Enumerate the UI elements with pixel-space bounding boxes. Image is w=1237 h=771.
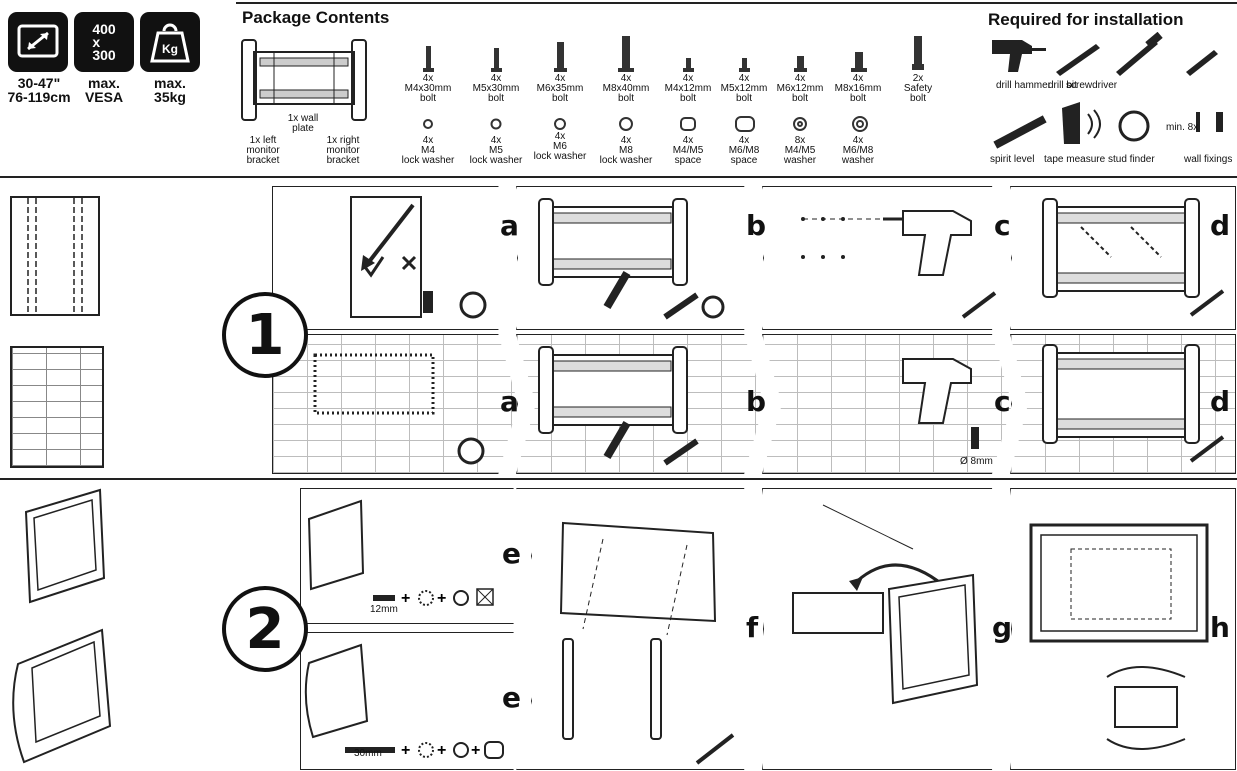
step1c-brick-panel bbox=[762, 334, 1012, 474]
fixings-count-label: min. 8x bbox=[1166, 122, 1199, 133]
lock-washer-m8-label: 4x M8 lock washer bbox=[599, 135, 653, 166]
flat-tv-icon bbox=[20, 486, 110, 606]
step-1a-letter: a bbox=[500, 209, 519, 242]
wall-fixings-label: wall fixings bbox=[1184, 154, 1233, 165]
screen-size-label: 30-47" 76-119cm bbox=[7, 75, 71, 105]
bolt-m6x12-label: 4x M6x12mm bolt bbox=[776, 73, 824, 104]
bolt-m5x12-label: 4x M5x12mm bolt bbox=[720, 73, 768, 104]
step-one-badge: 1 bbox=[222, 292, 308, 378]
step1d-brick-panel bbox=[1010, 334, 1236, 474]
step-2f-letter: f bbox=[746, 611, 759, 644]
bolt-m8x40-label: 4x M8x40mm bolt bbox=[602, 73, 650, 104]
step2g-panel bbox=[762, 488, 1012, 770]
step2f-panel bbox=[516, 488, 764, 770]
stud-finder-label: stud finder bbox=[1108, 154, 1155, 165]
screwdriver-label: screwdriver bbox=[1066, 80, 1118, 91]
spacer-m4m5-label: 4x M4/M5 space bbox=[672, 135, 704, 166]
package-title: Package Contents bbox=[242, 8, 390, 27]
bolt-m8x16-label: 4x M8x16mm bolt bbox=[834, 73, 882, 104]
step-1a-brick-letter: a bbox=[500, 385, 519, 418]
divider-middle bbox=[0, 478, 1237, 480]
step-2e-curved-letter: e bbox=[502, 681, 521, 714]
bolt-row bbox=[400, 32, 940, 82]
step-1b-brick-letter: b bbox=[746, 385, 767, 418]
divider-top bbox=[0, 176, 1237, 178]
lock-washer-m4-label: 4x M4 lock washer bbox=[401, 135, 455, 166]
bolt-m6x35-label: 4x M6x35mm bolt bbox=[536, 73, 584, 104]
bolt-m5x30-label: 4x M5x30mm bolt bbox=[472, 73, 520, 104]
drill-size-label: Ø 8mm bbox=[960, 456, 993, 467]
step1d-drywall-panel bbox=[1010, 186, 1236, 330]
vesa-icon: 400 x 300 bbox=[74, 12, 134, 72]
short-bolt-label: 12mm bbox=[370, 604, 398, 615]
step-2h-letter: h bbox=[1210, 611, 1230, 644]
step-1b-letter: b bbox=[746, 209, 767, 242]
drill-hammer-label: drill hammer bbox=[996, 80, 1052, 91]
weight-icon: Kg bbox=[140, 12, 200, 72]
step-2e-flat-letter: e bbox=[502, 537, 521, 570]
weight-label: max. 35kg bbox=[154, 75, 186, 105]
step-1c-brick-letter: c bbox=[994, 385, 1011, 418]
lock-washer-m6-label: 4x M6 lock washer bbox=[533, 131, 587, 162]
bolt-m4x12-label: 4x M4x12mm bolt bbox=[664, 73, 712, 104]
tools-title: Required for installation bbox=[988, 10, 1184, 29]
drill-bit-label: drill bit bbox=[1048, 80, 1077, 91]
step-two-badge: 2 bbox=[222, 586, 308, 672]
lock-washer-m5-label: 4x M5 lock washer bbox=[469, 135, 523, 166]
divider-very-top bbox=[236, 2, 1237, 4]
step-1d-brick-letter: d bbox=[1210, 385, 1231, 418]
step2h-panel bbox=[1010, 488, 1236, 770]
left-bracket-label: 1x left monitor bracket bbox=[246, 135, 280, 166]
step1b-brick-panel bbox=[516, 334, 764, 474]
step1c-drywall-panel bbox=[762, 186, 1012, 330]
step2e-curved-panel: + + + bbox=[300, 632, 532, 770]
drywall-icon bbox=[10, 196, 100, 316]
washer-row bbox=[400, 114, 880, 134]
brick-wall-icon bbox=[10, 346, 104, 468]
safety-bolt-label: 2x Safety bolt bbox=[903, 73, 933, 104]
long-bolt-label: 30mm bbox=[354, 748, 382, 759]
vesa-label: max. VESA bbox=[84, 75, 124, 105]
tape-measure-label: tape measure bbox=[1044, 154, 1106, 165]
spirit-level-label: spirit level bbox=[990, 154, 1035, 165]
weight-icon-text: Kg bbox=[162, 42, 178, 56]
tool-icons bbox=[986, 32, 1236, 152]
washer-m6m8-label: 4x M6/M8 washer bbox=[841, 135, 875, 166]
step1b-drywall-panel bbox=[516, 186, 764, 330]
step1a-brick-panel bbox=[272, 334, 518, 474]
wall-plate-label: 1x wall plate bbox=[287, 113, 319, 134]
svg-text:+: + bbox=[437, 742, 446, 759]
svg-text:+: + bbox=[401, 590, 410, 607]
svg-text:+: + bbox=[437, 590, 446, 607]
bolt-m4x30-label: 4x M4x30mm bolt bbox=[404, 73, 452, 104]
curved-tv-icon bbox=[10, 616, 120, 766]
spacer-m6m8-label: 4x M6/M8 space bbox=[728, 135, 760, 166]
step-2g-letter: g bbox=[992, 611, 1013, 644]
step-1d-letter: d bbox=[1210, 209, 1231, 242]
step2e-flat-panel: + + bbox=[300, 488, 532, 624]
right-bracket-label: 1x right monitor bracket bbox=[326, 135, 360, 166]
step1a-drywall-panel bbox=[272, 186, 518, 330]
bracket-illustration bbox=[234, 34, 374, 124]
step-1c-letter: c bbox=[994, 209, 1011, 242]
svg-text:+: + bbox=[401, 742, 410, 759]
washer-m4m5-label: 8x M4/M5 washer bbox=[783, 135, 817, 166]
svg-text:+: + bbox=[471, 742, 480, 759]
screen-size-icon bbox=[8, 12, 68, 72]
